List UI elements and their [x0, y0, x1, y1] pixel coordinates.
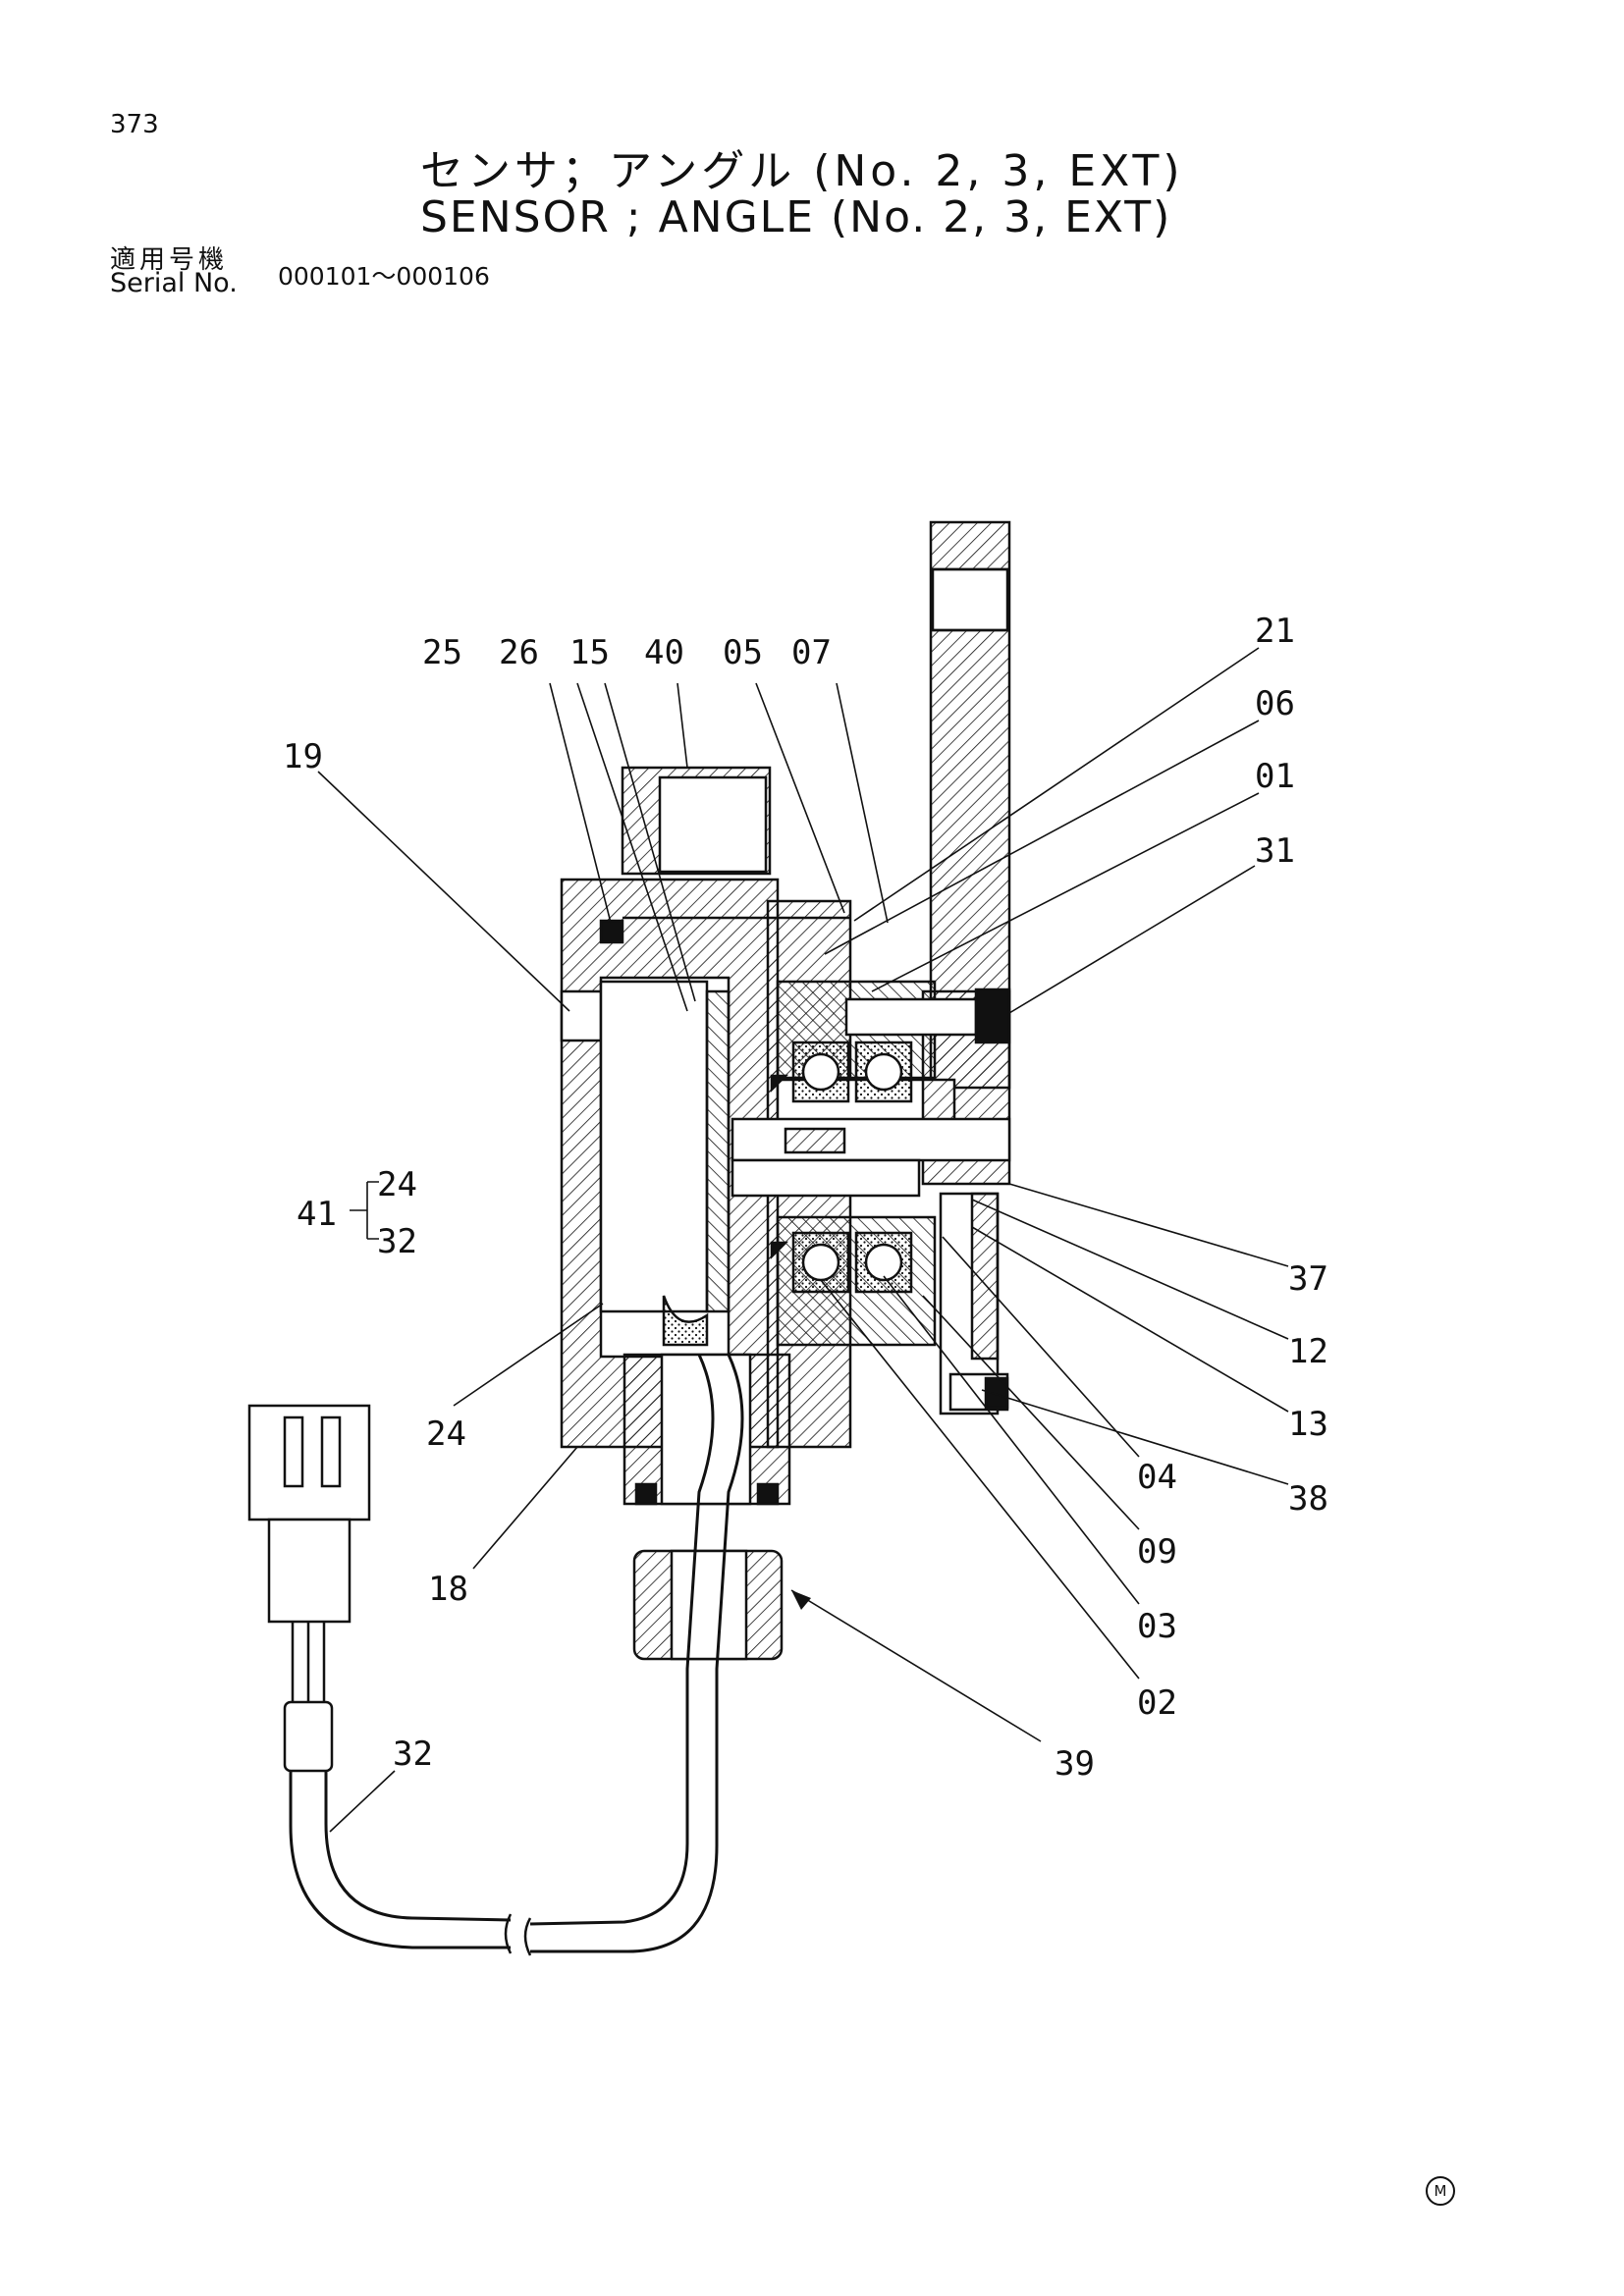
callout-32: 32 [393, 1735, 433, 1774]
connector [247, 1404, 371, 1773]
callout-13: 13 [1288, 1405, 1328, 1444]
callout-26: 26 [499, 633, 539, 672]
callout-41-sub-32: 32 [377, 1222, 417, 1261]
callout-39: 39 [1055, 1744, 1095, 1784]
sensor-body [599, 980, 731, 1347]
page-number: 373 [110, 110, 159, 139]
callout-40: 40 [644, 633, 684, 672]
shaft [731, 1117, 1011, 1198]
seal-mark-upper [770, 1074, 789, 1094]
callout-03: 03 [1137, 1607, 1177, 1646]
callout-24: 24 [426, 1415, 466, 1454]
arrow-39 [791, 1590, 811, 1610]
serial-label-english: Serial No. [110, 268, 238, 298]
serial-label-japanese: 適用号機 [110, 245, 229, 275]
top-cover [621, 766, 772, 876]
callout-01: 01 [1255, 757, 1295, 796]
callout-41: 41 [297, 1195, 337, 1234]
leader-lines [317, 647, 1289, 1833]
manufacturer-mark: M [1426, 2176, 1455, 2206]
callout-19: 19 [283, 737, 323, 776]
sensor-cable [529, 1354, 715, 1926]
callout-06: 06 [1255, 684, 1295, 723]
callout-25: 25 [422, 633, 462, 672]
callout-07: 07 [791, 633, 832, 672]
callout-37: 37 [1288, 1259, 1328, 1299]
serial-range: 000101～000106 [278, 262, 490, 291]
bearing-upper [791, 1041, 913, 1103]
callout-21: 21 [1255, 612, 1295, 651]
cable-gland [623, 1353, 791, 1661]
callout-04: 04 [1137, 1458, 1177, 1497]
callout-38: 38 [1288, 1479, 1328, 1519]
lower-plate [939, 1192, 1009, 1415]
callout-41-sub-24: 24 [377, 1165, 417, 1204]
callout-02: 02 [1137, 1683, 1177, 1723]
connector-cable [289, 1771, 511, 1949]
page-title-japanese: センサ；アングル (No. 2, 3, EXT) [420, 146, 1184, 196]
seal-mark-lower [770, 1241, 789, 1260]
cap-screw [844, 988, 1011, 1044]
callout-09: 09 [1137, 1532, 1177, 1572]
sensor-assembly-drawing [247, 520, 1011, 1956]
bearing-lower [791, 1231, 913, 1294]
page-title-english: SENSOR ; ANGLE (No. 2, 3, EXT) [420, 192, 1172, 242]
callout-31: 31 [1255, 831, 1295, 871]
callout-12: 12 [1288, 1332, 1328, 1371]
callout-05: 05 [723, 633, 763, 672]
callout-15: 15 [569, 633, 610, 672]
callout-18: 18 [428, 1570, 468, 1609]
